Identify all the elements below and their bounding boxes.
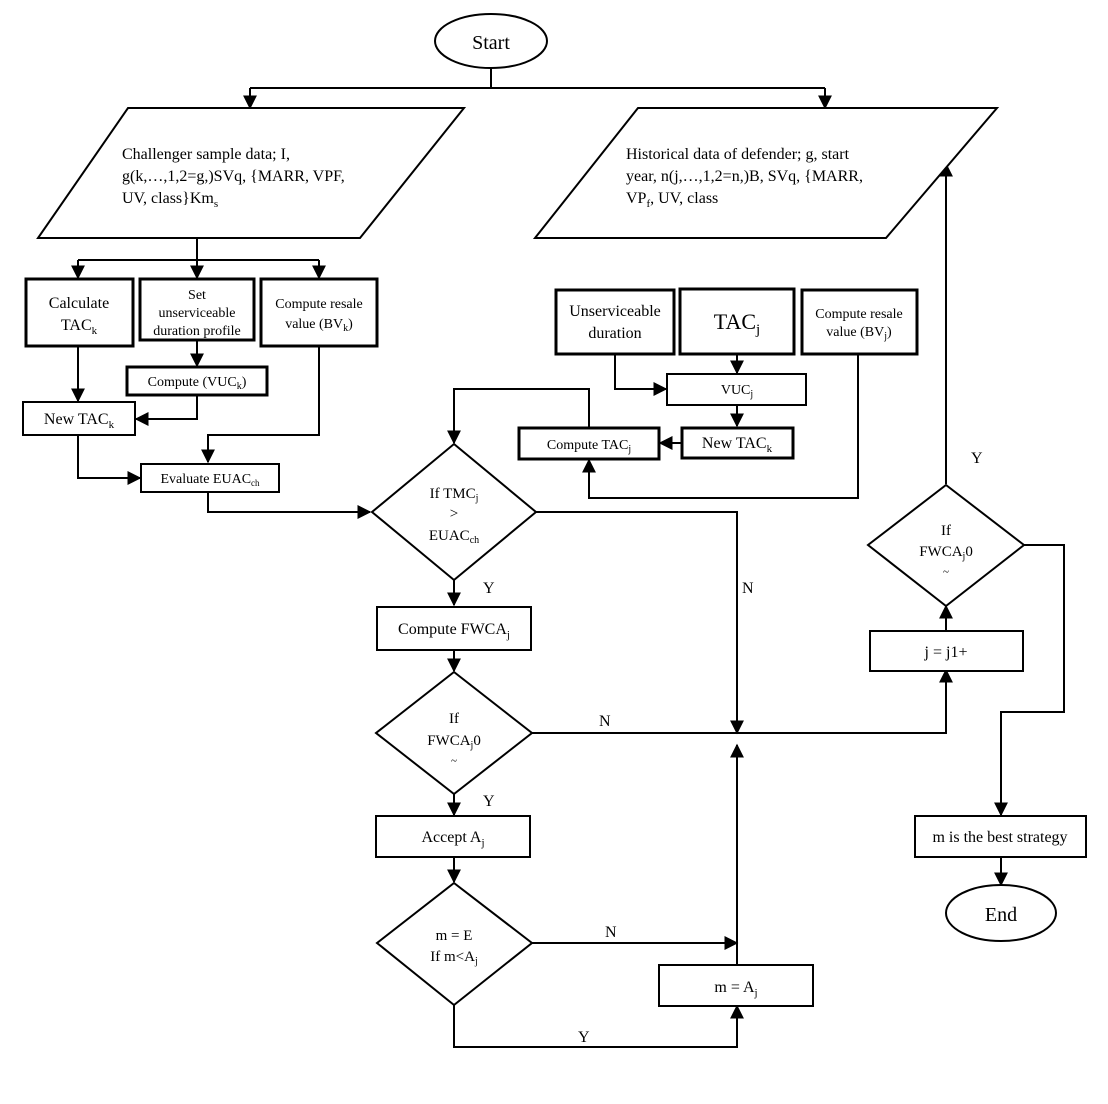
resale-k-line-2: value (BVk) — [285, 317, 353, 334]
label-n-fwca-mid: N — [599, 713, 611, 730]
increment-j-box: j = j1+ — [869, 630, 1024, 672]
tac-k-label: TACk — [61, 317, 98, 337]
resale-j-line-1: Compute resale — [815, 307, 902, 322]
new-tac-k-right-box: New TACk — [680, 426, 795, 460]
challenger-line-3: UV, class}Kms — [122, 190, 218, 210]
new-tac-k-right-label: New TACk — [702, 435, 773, 455]
end-label: End — [985, 904, 1017, 926]
label-n-m: N — [605, 924, 617, 941]
challenger-line-1: Challenger sample data; I, — [122, 146, 290, 163]
set-profile-line-2: unserviceable — [159, 306, 236, 321]
challenger-line-2: g(k,…,1,2=g,)SVq, {MARR, VPF, — [122, 168, 345, 185]
defender-line-3: VPf, UV, class — [626, 190, 718, 210]
new-tac-k-left-label: New TACk — [44, 411, 115, 431]
fwca-right-line-3: ~ — [943, 566, 949, 578]
calculate-tac-k-box: Calculate TACk — [24, 277, 135, 348]
set-profile-line-3: duration profile — [153, 324, 240, 339]
new-tac-k-left-box: New TACk — [22, 401, 136, 436]
compute-fwca-label: Compute FWCAj — [398, 621, 510, 641]
end-terminal: End — [945, 884, 1057, 942]
start-terminal: Start — [434, 13, 548, 69]
defender-input: Historical data of defender; g, start ye… — [532, 107, 1000, 239]
fwca-mid-line-3: ~ — [451, 755, 457, 767]
accept-aj-label: Accept Aj — [421, 829, 484, 849]
compute-tac-j-label: Compute TACj — [547, 438, 631, 455]
challenger-input: Challenger sample data; I, g(k,…,1,2=g,)… — [36, 107, 467, 239]
tmc-line-3: EUACch — [429, 528, 479, 546]
decision-fwca-middle: If FWCAj0 ~ — [374, 670, 534, 796]
m-line-1: m = E — [436, 928, 473, 944]
m-line-2: If m<Aj — [430, 949, 477, 967]
resale-k-line-1: Compute resale — [275, 297, 362, 312]
label-n-tmc: N — [742, 580, 754, 597]
compute-resale-j-box: Compute resale value (BVj) — [800, 288, 919, 356]
tmc-line-1: If TMCj — [430, 486, 479, 504]
fwca-mid-line-2: FWCAj0 — [427, 733, 481, 751]
unserviceable-line-2: duration — [588, 325, 641, 342]
connectors — [71, 68, 1065, 1048]
label-y-m: Y — [578, 1029, 590, 1046]
defender-line-1: Historical data of defender; g, start — [626, 146, 850, 163]
decision-tmc-vs-euac: If TMCj > EUACch — [370, 442, 538, 582]
compute-vuc-k-label: Compute (VUCk) — [148, 375, 247, 392]
m-equals-aj-box: m = Aj — [658, 964, 814, 1007]
set-profile-line-1: Set — [188, 288, 206, 303]
best-strategy-label: m is the best strategy — [932, 829, 1067, 846]
best-strategy-box: m is the best strategy — [914, 815, 1087, 858]
vuc-j-box: VUCj — [666, 373, 807, 406]
branch-labels: Y N N Y N Y Y — [483, 450, 983, 1046]
m-equals-aj-label: m = Aj — [714, 979, 757, 999]
label-y-tmc: Y — [483, 580, 495, 597]
compute-fwca-box: Compute FWCAj — [376, 606, 532, 651]
increment-j-label: j = j1+ — [924, 644, 968, 661]
set-unserviceable-profile-box: Set unserviceable duration profile — [138, 277, 256, 342]
label-y-fwca-mid: Y — [483, 793, 495, 810]
unserviceable-line-1: Unserviceable — [569, 303, 661, 320]
unserviceable-duration-box: Unserviceable duration — [554, 288, 676, 356]
resale-j-line-2: value (BVj) — [826, 325, 892, 342]
label-y-fwca-right: Y — [971, 450, 983, 467]
tmc-line-2: > — [450, 506, 458, 522]
defender-line-2: year, n(j,…,1,2=n,)B, SVq, {MARR, — [626, 168, 863, 185]
tac-j-box: TACj — [678, 287, 796, 356]
fwca-mid-line-1: If — [449, 711, 459, 727]
fwca-right-line-2: FWCAj0 — [919, 544, 973, 562]
tac-j-label: TACj — [714, 309, 760, 338]
evaluate-euac-box: Evaluate EUACch — [140, 463, 280, 493]
accept-aj-box: Accept Aj — [375, 815, 531, 858]
decision-m-vs-aj: m = E If m<Aj — [375, 881, 534, 1007]
decision-fwca-right: If FWCAj0 ~ — [866, 483, 1026, 608]
evaluate-euac-label: Evaluate EUACch — [160, 472, 260, 488]
calculate-label: Calculate — [49, 295, 109, 312]
vuc-j-label: VUCj — [721, 383, 753, 400]
fwca-right-line-1: If — [941, 523, 951, 539]
compute-resale-k-box: Compute resale value (BVk) — [259, 277, 379, 348]
start-label: Start — [472, 32, 510, 54]
compute-vuc-k-box: Compute (VUCk) — [125, 365, 269, 397]
compute-tac-j-box: Compute TACj — [517, 426, 661, 461]
